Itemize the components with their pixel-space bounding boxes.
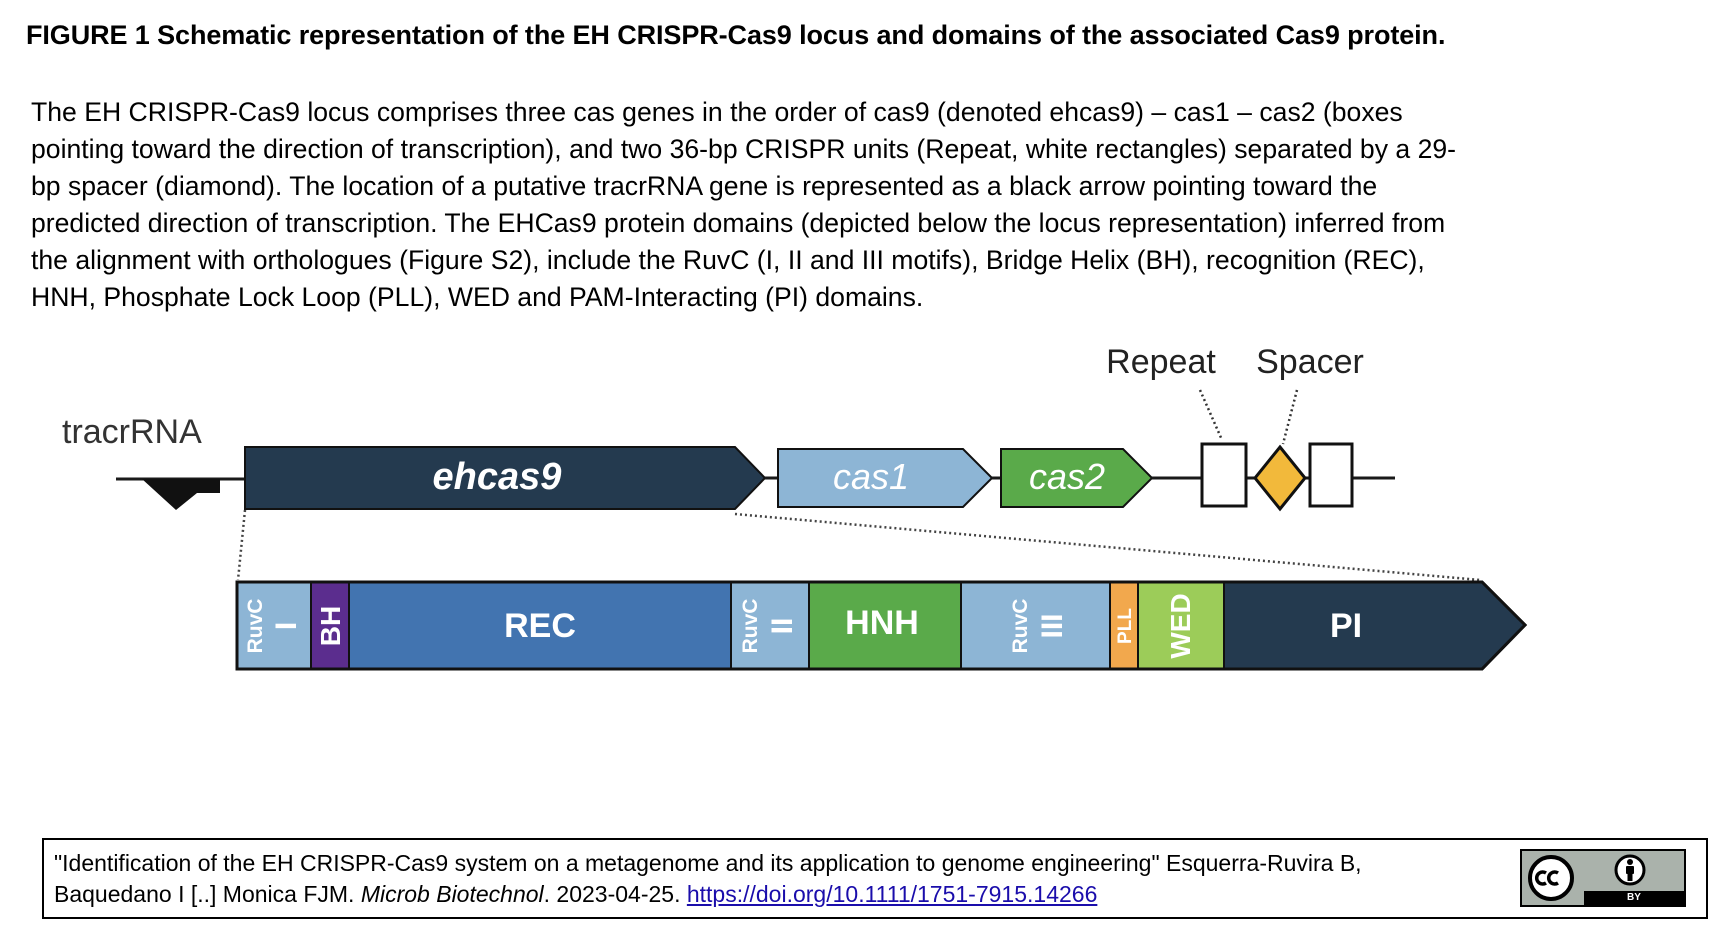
domain-hnh	[809, 583, 961, 668]
citation-date: . 2023-04-25.	[543, 881, 687, 907]
caption-line: bp spacer (diamond). The location of a p…	[31, 171, 1378, 201]
cc-by-license-badge[interactable]: BY	[1520, 849, 1686, 907]
citation-journal: Microb Biotechnol	[360, 881, 544, 907]
domain-ruvc-iii	[961, 583, 1110, 668]
domain-pi-label: PI	[1330, 607, 1362, 645]
gene-cas2-label: cas2	[1029, 456, 1105, 497]
domain-ruvc-iii-name: RuvC	[1009, 599, 1032, 654]
zoom-guide-right	[734, 512, 1481, 582]
domain-pll-label: PLL	[1115, 608, 1136, 644]
domain-rec	[349, 583, 731, 668]
gene-ehcas9	[244, 446, 767, 510]
citation-line: "Identification of the EH CRISPR-Cas9 sy…	[54, 850, 1362, 876]
domain-ruvc-i	[238, 583, 311, 668]
caption-line: The EH CRISPR-Cas9 locus comprises three…	[31, 97, 1403, 127]
gene-cas2	[1000, 448, 1154, 508]
repeat-unit	[1200, 442, 1248, 508]
domain-wed	[1138, 583, 1224, 668]
citation-text: "Identification of the EH CRISPR-Cas9 sy…	[54, 848, 1362, 910]
caption-line: the alignment with orthologues (Figure S…	[31, 245, 1425, 275]
domain-ruvc-iii-motif: III	[1036, 613, 1069, 638]
caption-line: HNH, Phosphate Lock Loop (PLL), WED and …	[31, 282, 924, 312]
crispr-locus-diagram: tracrRNA ehcas9 cas1 cas2 Repeat Spacer	[62, 343, 1528, 671]
gene-cas1-label: cas1	[833, 456, 909, 497]
domain-bh-label: BH	[315, 606, 346, 646]
spacer-diamond-icon	[1253, 444, 1307, 512]
domain-pi	[1224, 583, 1524, 668]
caption-line: predicted direction of transcription. Th…	[31, 208, 1446, 238]
domain-pll	[1110, 583, 1138, 668]
spacer-label: Spacer	[1256, 343, 1364, 381]
repeat-pointer	[1198, 389, 1224, 441]
zoom-guide-left	[236, 509, 247, 581]
citation-line: Baquedano I [..] Monica FJM. Microb Biot…	[54, 879, 1362, 910]
doi-link[interactable]: https://doi.org/10.1111/1751-7915.14266	[686, 881, 1098, 907]
domain-ruvc-i-name: RuvC	[244, 599, 267, 654]
domain-hnh-label: HNH	[845, 604, 919, 642]
cc-logo-icon	[1528, 855, 1574, 901]
figure-caption: The EH CRISPR-Cas9 locus comprises three…	[31, 94, 1691, 316]
repeat-unit	[1308, 442, 1354, 508]
domain-wed-label: WED	[1165, 593, 1196, 658]
domain-bh	[311, 583, 349, 668]
caption-line: pointing toward the direction of transcr…	[31, 134, 1456, 164]
domain-ruvc-ii-name: RuvC	[739, 599, 762, 654]
domain-ruvc-ii	[731, 583, 809, 668]
spacer-pointer	[1281, 389, 1299, 445]
citation-box: "Identification of the EH CRISPR-Cas9 sy…	[42, 838, 1708, 919]
domain-ruvc-ii-motif: II	[766, 618, 799, 635]
figure-title: FIGURE 1 Schematic representation of the…	[26, 20, 1446, 50]
gene-ehcas9-label: ehcas9	[433, 456, 562, 498]
license-by-label: BY	[1584, 891, 1684, 905]
tracrrna-arrow-icon	[142, 479, 220, 510]
tracrrna-label: tracrRNA	[62, 413, 202, 451]
attribution-person-icon	[1614, 854, 1646, 886]
gene-cas1	[777, 448, 994, 508]
domain-separators	[310, 583, 1225, 668]
domain-ruvc-i-motif: I	[270, 622, 303, 630]
repeat-label: Repeat	[1106, 343, 1216, 381]
protein-outline-top	[235, 580, 1528, 671]
domain-rec-label: REC	[504, 607, 576, 645]
citation-authors: Baquedano I [..] Monica FJM.	[54, 881, 361, 907]
